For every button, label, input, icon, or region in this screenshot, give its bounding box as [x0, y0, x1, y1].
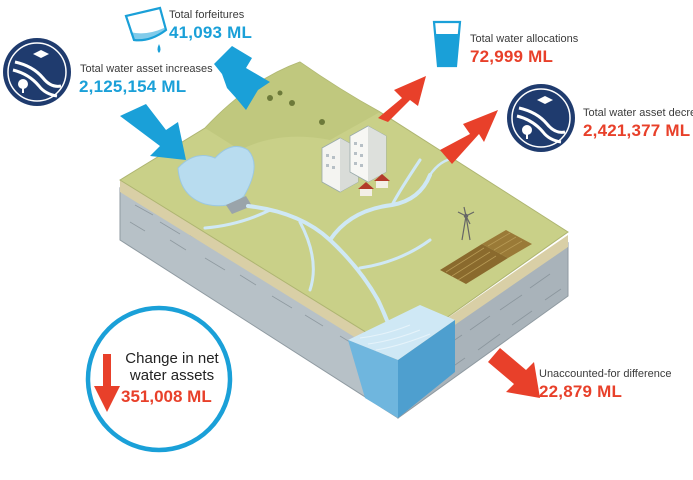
river-cross-section	[348, 305, 455, 360]
down-arrow-icon	[94, 354, 120, 412]
forfeitures-label: Total forfeitures	[169, 9, 245, 21]
decreases-value: 2,421,377 ML	[583, 121, 691, 140]
allocations-label: Total water allocations	[470, 33, 579, 45]
unaccounted-value: 22,879 ML	[539, 382, 623, 401]
net-change-value: 351,008 ML	[121, 387, 212, 406]
dam	[226, 196, 252, 214]
lake	[177, 145, 255, 207]
crop-fields	[440, 230, 532, 284]
pouring-glass-icon	[124, 6, 168, 53]
landscape-block	[119, 61, 569, 419]
unaccounted-label: Unaccounted-for difference	[539, 368, 672, 380]
increases-value: 2,125,154 ML	[79, 77, 187, 96]
waterfall-side	[398, 320, 455, 418]
net-change-label: Change in net water assets	[125, 350, 219, 384]
allocations-value: 72,999 ML	[470, 47, 554, 66]
inflow-arrow-forfeitures	[214, 46, 270, 110]
soil-strip	[120, 180, 568, 364]
houses	[358, 174, 390, 196]
outflow-arrow-allocations	[378, 76, 426, 122]
forfeitures-value: 41,093 ML	[169, 23, 253, 42]
outflow-arrow-unaccounted	[488, 348, 540, 398]
inflow-arrow-increases	[120, 104, 186, 160]
water-glass-icon	[432, 20, 462, 68]
net-change-panel	[85, 305, 233, 453]
decreases-label: Total water asset decreases	[583, 107, 693, 119]
city-buildings	[321, 125, 387, 193]
water-asset-badge-icon	[507, 84, 575, 152]
increases-label: Total water asset increases	[80, 63, 213, 75]
hill	[205, 62, 380, 150]
water-asset-badge-icon	[3, 38, 71, 106]
waterfall-front	[348, 340, 398, 418]
windmill	[457, 206, 475, 241]
outflow-arrow-decreases	[440, 110, 498, 164]
